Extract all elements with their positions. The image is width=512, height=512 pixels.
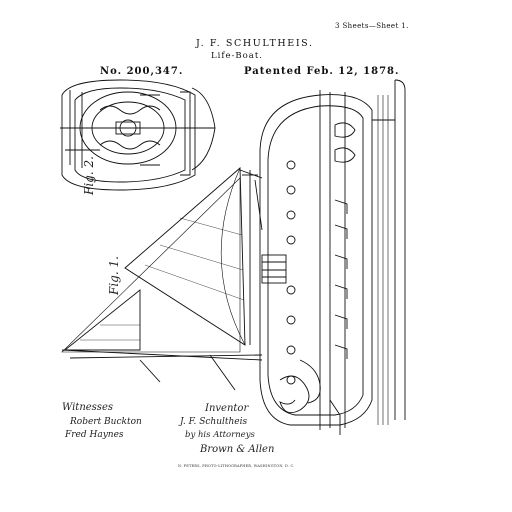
attorney-signature: by his Attorneys (185, 430, 256, 440)
witnesses-label: Witnesses (62, 402, 113, 413)
inventor-name: J. F. SCHULTHEIS. (196, 38, 314, 49)
inventor-label: Inventor (204, 403, 249, 414)
patent-number: No. 200,347. (100, 66, 184, 77)
attorney-firm: Brown & Allen (199, 444, 274, 455)
figure-1-hull (259, 79, 406, 435)
witness-1-signature: Robert Buckton (69, 417, 142, 427)
inventor-signature: J. F. Schultheis (178, 417, 247, 427)
fig-2-label: Fig. 2. (82, 156, 96, 196)
fig-1-label: Fig. 1. (107, 256, 121, 296)
figure-2-drawing (60, 79, 216, 191)
water-lines (377, 95, 389, 425)
witness-2-signature: Fred Haynes (64, 430, 124, 440)
printer-credit: N. PETERS, PHOTO-LITHOGRAPHER, WASHINGTO… (178, 464, 295, 468)
mast-and-sails (61, 167, 263, 391)
patent-title: Life-Boat. (211, 51, 263, 61)
patent-date: Patented Feb. 12, 1878. (244, 66, 400, 77)
sheet-number: 3 Sheets—Sheet 1. (335, 22, 409, 30)
